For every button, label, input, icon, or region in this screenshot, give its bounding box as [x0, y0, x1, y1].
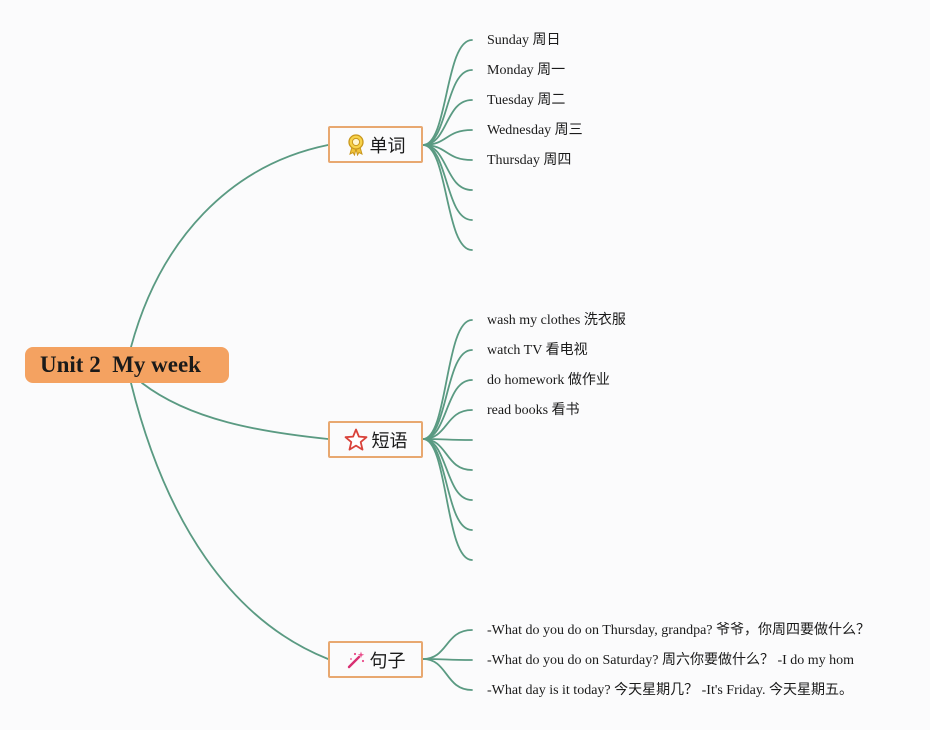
link-branch2-leaf9 — [422, 438, 473, 561]
link-branch2-leaf8 — [422, 438, 473, 531]
branch-phrases[interactable]: 短语 — [328, 421, 423, 458]
leaf-phrase-1[interactable]: wash my clothes 洗衣服 — [487, 313, 626, 328]
leaf-word-3[interactable]: Tuesday 周二 — [487, 93, 566, 108]
root-topic[interactable]: Unit 2 My week — [25, 347, 229, 383]
leaf-sentence-3[interactable]: -What day is it today? 今天星期几？ -It's Frid… — [487, 683, 853, 698]
leaf-word-5[interactable]: Thursday 周四 — [487, 153, 572, 168]
branch-sentences[interactable]: 句子 — [328, 641, 423, 678]
branch-phrases-label: 短语 — [371, 430, 408, 452]
branch-sentences-label: 句子 — [369, 650, 406, 672]
leaf-word-4[interactable]: Wednesday 周三 — [487, 123, 583, 138]
link-branch2-leaf3 — [422, 379, 473, 440]
branch-words[interactable]: 单词 — [328, 126, 423, 163]
link-branch1-leaf2 — [422, 69, 473, 146]
link-root-sentences — [130, 382, 329, 660]
root-title: Unit 2 My week — [40, 352, 201, 377]
star-icon — [344, 428, 368, 452]
leaf-phrase-2[interactable]: watch TV 看电视 — [487, 343, 588, 358]
link-branch1-leaf1 — [422, 39, 473, 146]
link-branch2-leaf2 — [422, 349, 473, 440]
link-branch1-leaf7 — [422, 144, 473, 221]
award-ribbon-icon — [346, 133, 366, 156]
link-root-phrases — [141, 382, 329, 440]
leaf-word-1[interactable]: Sunday 周日 — [487, 33, 561, 48]
link-branch1-leaf8 — [422, 144, 473, 251]
link-root-words — [130, 144, 329, 348]
leaf-sentence-1[interactable]: -What do you do on Thursday, grandpa? 爷爷… — [487, 623, 870, 638]
link-branch3-leaf1 — [422, 629, 473, 660]
leaf-phrase-3[interactable]: do homework 做作业 — [487, 373, 610, 388]
leaf-word-2[interactable]: Monday 周一 — [487, 63, 566, 78]
link-branch3-leaf3 — [422, 658, 473, 691]
leaf-sentence-2[interactable]: -What do you do on Saturday? 周六你要做什么？ -I… — [487, 653, 855, 668]
magic-wand-icon — [346, 650, 366, 670]
leaf-phrase-4[interactable]: read books 看书 — [487, 403, 580, 418]
link-branch2-leaf1 — [422, 319, 473, 440]
branch-words-label: 单词 — [369, 135, 406, 157]
